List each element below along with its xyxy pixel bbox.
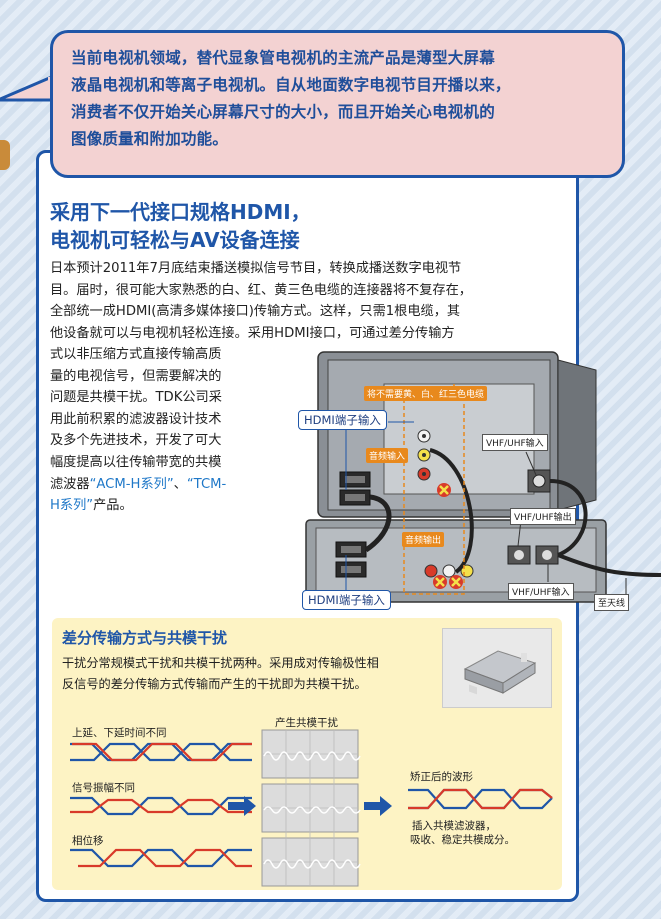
x-mark-icon <box>437 483 451 497</box>
label-vhf-uhf-in: VHF/UHF输入 <box>482 434 548 451</box>
label-vhf-uhf-in-2: VHF/UHF输入 <box>508 583 574 600</box>
intro-line-2: 液晶电视机和等离子电视机。自从地面数字电视节目开播以来， <box>71 76 511 94</box>
narrow-line-6: 幅度提高以往传输带宽的共模 <box>50 454 222 470</box>
narrow-line-8-suffix: 产品。 <box>93 498 133 514</box>
label-insert-filter: 插入共模滤波器， <box>412 820 496 832</box>
label-to-antenna: 至天线 <box>594 594 630 611</box>
label-vhf-uhf-out: VHF/UHF输出 <box>510 508 576 525</box>
wave-phase <box>70 848 252 868</box>
arrow-right-icon <box>228 796 256 816</box>
narrow-line-1: 式以非压缩方式直接传输高质 <box>50 347 222 362</box>
intro-line-3: 消费者不仅开始关心屏幕尺寸的大小，而且开始关心电视机的 <box>71 103 495 121</box>
panel-title: 差分传输方式与共模干扰 <box>62 629 228 647</box>
body-paragraph-narrow: 式以非压缩方式直接传输高质 量的电视信号，但需要解决的 问题是共模干扰。TDK公… <box>50 344 278 517</box>
section-heading: 采用下一代接口规格HDMI， 电视机可轻松与AV设备连接 <box>50 198 530 254</box>
noise-panels <box>261 729 361 887</box>
narrow-line-7: 滤波器“ACM-H系列”、“TCM- <box>50 474 278 496</box>
panel-text-line-2: 反信号的差分传输方式传输而产生的干扰即为共模干扰。 <box>62 677 367 691</box>
callout-hdmi-in-bottom: HDMI端子输入 <box>302 590 391 610</box>
label-delay-diff: 上延、下延时间不同 <box>72 727 167 739</box>
narrow-line-3: 问题是共模干扰。TDK公司采 <box>50 390 222 406</box>
narrow-line-5: 及多个先进技术，开发了可大 <box>50 433 222 449</box>
intro-line-1: 当前电视机领域，替代显象管电视机的主流产品是薄型大屏幕 <box>71 49 495 67</box>
product-separator: 、 <box>173 476 187 492</box>
label-amplitude-diff: 信号振幅不同 <box>72 782 135 794</box>
body-line-4: 他设备就可以与电视机轻松连接。采用HDMI接口，可通过差分传输方 <box>50 325 455 341</box>
filter-chip-photo <box>442 628 552 708</box>
body-line-3: 全部统一成HDMI(高清多媒体接口)传输方式。这样，只需1根电缆，其 <box>50 304 461 320</box>
label-noise-generated: 产生共模干扰 <box>275 717 338 729</box>
label-phase-shift: 相位移 <box>72 835 104 847</box>
narrow-line-2: 量的电视信号，但需要解决的 <box>50 368 222 384</box>
callout-hdmi-in-top: HDMI端子输入 <box>298 410 387 430</box>
tv-connection-diagram: 将不需要黄、白、红三色电缆 HDMI端子输入 音频输入 VHF/UHF输入 VH… <box>296 350 661 620</box>
x-mark-icon-3 <box>449 575 463 589</box>
body-paragraph-full: 日本预计2011年7月底结束播送模拟信号节目，转换成播送数字电视节 目。届时，很… <box>50 258 575 344</box>
wave-amplitude-red <box>70 798 252 814</box>
narrow-line-7-prefix: 滤波器 <box>50 476 90 492</box>
label-corrected-waveform: 矫正后的波形 <box>410 771 473 783</box>
body-line-2: 目。届时，很可能大家熟悉的白、红、黄三色电缆的连接器将不复存在， <box>50 282 472 298</box>
product-tcm-h-part1: “TCM- <box>186 476 227 492</box>
intro-line-4: 图像质量和附加功能。 <box>71 130 229 148</box>
wave-corrected-red <box>408 788 553 810</box>
arrow-right-icon-2 <box>364 796 392 816</box>
wave-phase-red <box>78 848 252 868</box>
intro-bubble: 当前电视机领域，替代显象管电视机的主流产品是薄型大屏幕 液晶电视机和等离子电视机… <box>50 30 625 178</box>
label-absorb-stabilize: 吸收、稳定共模成分。 <box>410 834 515 846</box>
label-audio-out: 音频输出 <box>402 532 445 547</box>
narrow-line-4: 用此前积累的滤波器设计技术 <box>50 411 222 427</box>
cable-banner: 将不需要黄、白、红三色电缆 <box>364 386 488 401</box>
waveform-diagram <box>70 729 553 887</box>
common-mode-filter-icon <box>463 650 537 695</box>
wave-delay-red <box>72 742 252 762</box>
character-edge-decoration <box>0 140 10 170</box>
label-audio-in: 音频输入 <box>366 448 409 463</box>
panel-text-line-1: 干扰分常规模式干扰和共模干扰两种。采用成对传输极性相 <box>62 656 379 670</box>
product-acm-h: “ACM-H系列” <box>89 476 174 492</box>
section-heading-line-2: 电视机可轻松与AV设备连接 <box>50 228 300 252</box>
x-mark-icon-2 <box>433 575 447 589</box>
section-heading-line-1: 采用下一代接口规格HDMI， <box>50 200 311 224</box>
panel-text: 干扰分常规模式干扰和共模干扰两种。采用成对传输极性相 反信号的差分传输方式传输而… <box>62 653 442 695</box>
bubble-tail <box>0 74 54 102</box>
narrow-line-8: H系列”产品。 <box>50 495 278 517</box>
body-line-1: 日本预计2011年7月底结束播送模拟信号节目，转换成播送数字电视节 <box>50 261 462 276</box>
product-tcm-h-part2: H系列” <box>50 498 94 514</box>
